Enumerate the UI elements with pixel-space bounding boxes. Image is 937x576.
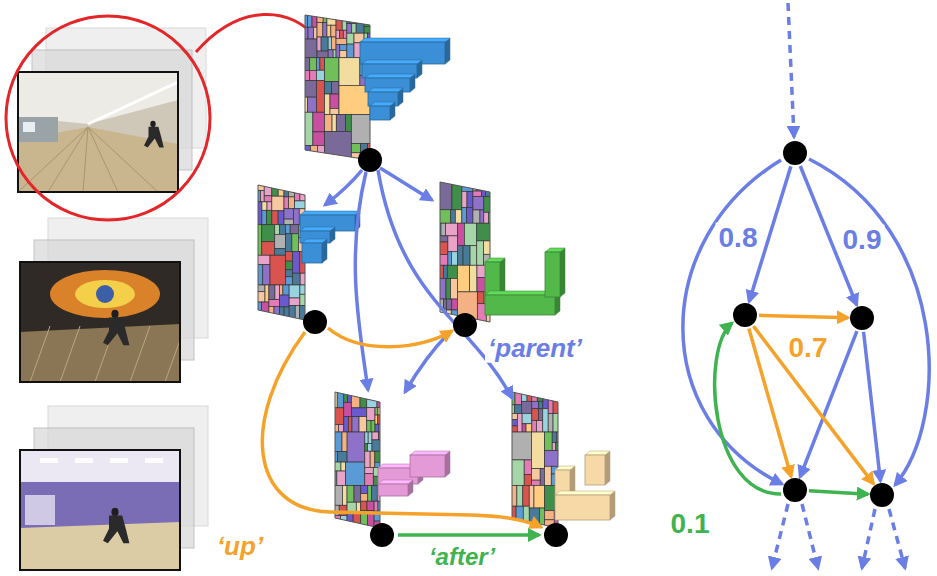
segment-mosaic [256, 183, 307, 322]
hierarchy-arrow [355, 172, 368, 390]
bowler-body [144, 127, 164, 148]
frame-border [20, 450, 180, 570]
spacetime-tube [485, 248, 565, 315]
hierarchy-arrow [325, 170, 362, 205]
graph-edge [809, 159, 929, 485]
spacetime-tube [360, 38, 450, 120]
bowler-head [111, 508, 118, 516]
graph-edge-dashed [862, 509, 875, 568]
panel-outline [258, 185, 305, 320]
video-frame-stack [20, 218, 208, 382]
video-frame-stack [18, 28, 206, 192]
hierarchy-arrow [378, 170, 512, 398]
spacetime-tube [378, 451, 450, 496]
panel-outline [305, 15, 370, 160]
graph-edge [715, 323, 781, 494]
graph-node-dot [850, 306, 874, 330]
relation-label: ‘after’ [426, 544, 498, 570]
hierarchy-dot [303, 310, 327, 334]
hierarchy-dot [370, 523, 394, 547]
segmentation-panel [303, 13, 450, 162]
panel-outline [512, 392, 558, 528]
hierarchy-arrow [328, 328, 452, 347]
relation-label: ‘parent’ [485, 334, 585, 363]
graph-edge-dashed [772, 504, 788, 568]
graph-edge [864, 332, 881, 481]
segment-mosaic [438, 180, 492, 324]
edge-weight: 0.7 [786, 333, 831, 364]
hierarchy-arrow [380, 168, 432, 200]
segment-mosaic [510, 390, 560, 530]
video-frame-stack [20, 406, 208, 570]
selection-arrow [196, 14, 318, 52]
segment-mosaic [303, 13, 372, 162]
graph-node-dot [783, 141, 807, 165]
edge-weight: 0.8 [716, 223, 761, 254]
graph-node-dot [733, 303, 757, 327]
graph-edge [753, 326, 873, 484]
video-frame [20, 450, 180, 570]
spacetime-tube [300, 211, 360, 263]
relation-label: ‘up’ [214, 532, 266, 561]
bowler-head [150, 121, 155, 127]
graph-edge [683, 160, 782, 484]
frame-border [18, 72, 178, 192]
video-frame [18, 72, 178, 192]
segmentation-panel [438, 180, 565, 324]
graph-edge-dashed [788, 3, 794, 137]
bowler-head [111, 310, 118, 318]
video-frame [20, 262, 180, 382]
bowler-body [103, 318, 129, 346]
segmentation-panel [510, 390, 615, 530]
hierarchy-dot [358, 148, 382, 172]
graph-edge-dashed [889, 509, 905, 568]
bowler-body [103, 516, 129, 544]
graph-edge [759, 315, 848, 317]
segment-mosaic [333, 390, 382, 530]
edge-weight: 0.9 [840, 225, 885, 256]
hierarchy-dot [544, 523, 568, 547]
hierarchy-dot [453, 313, 477, 337]
graph-edge-dashed [802, 504, 818, 568]
panel-outline [335, 392, 380, 528]
graph-edge [809, 491, 868, 494]
segmentation-panel [256, 183, 360, 322]
selection-circle [6, 16, 210, 220]
spacetime-tube [555, 451, 615, 520]
hierarchy-arrow [398, 533, 539, 537]
edge-weight: 0.1 [668, 509, 713, 540]
frame-border [20, 262, 180, 382]
graph-node-dot [783, 478, 807, 502]
panel-outline [440, 182, 490, 322]
segmentation-panel [333, 390, 450, 530]
graph-node-dot [870, 483, 894, 507]
